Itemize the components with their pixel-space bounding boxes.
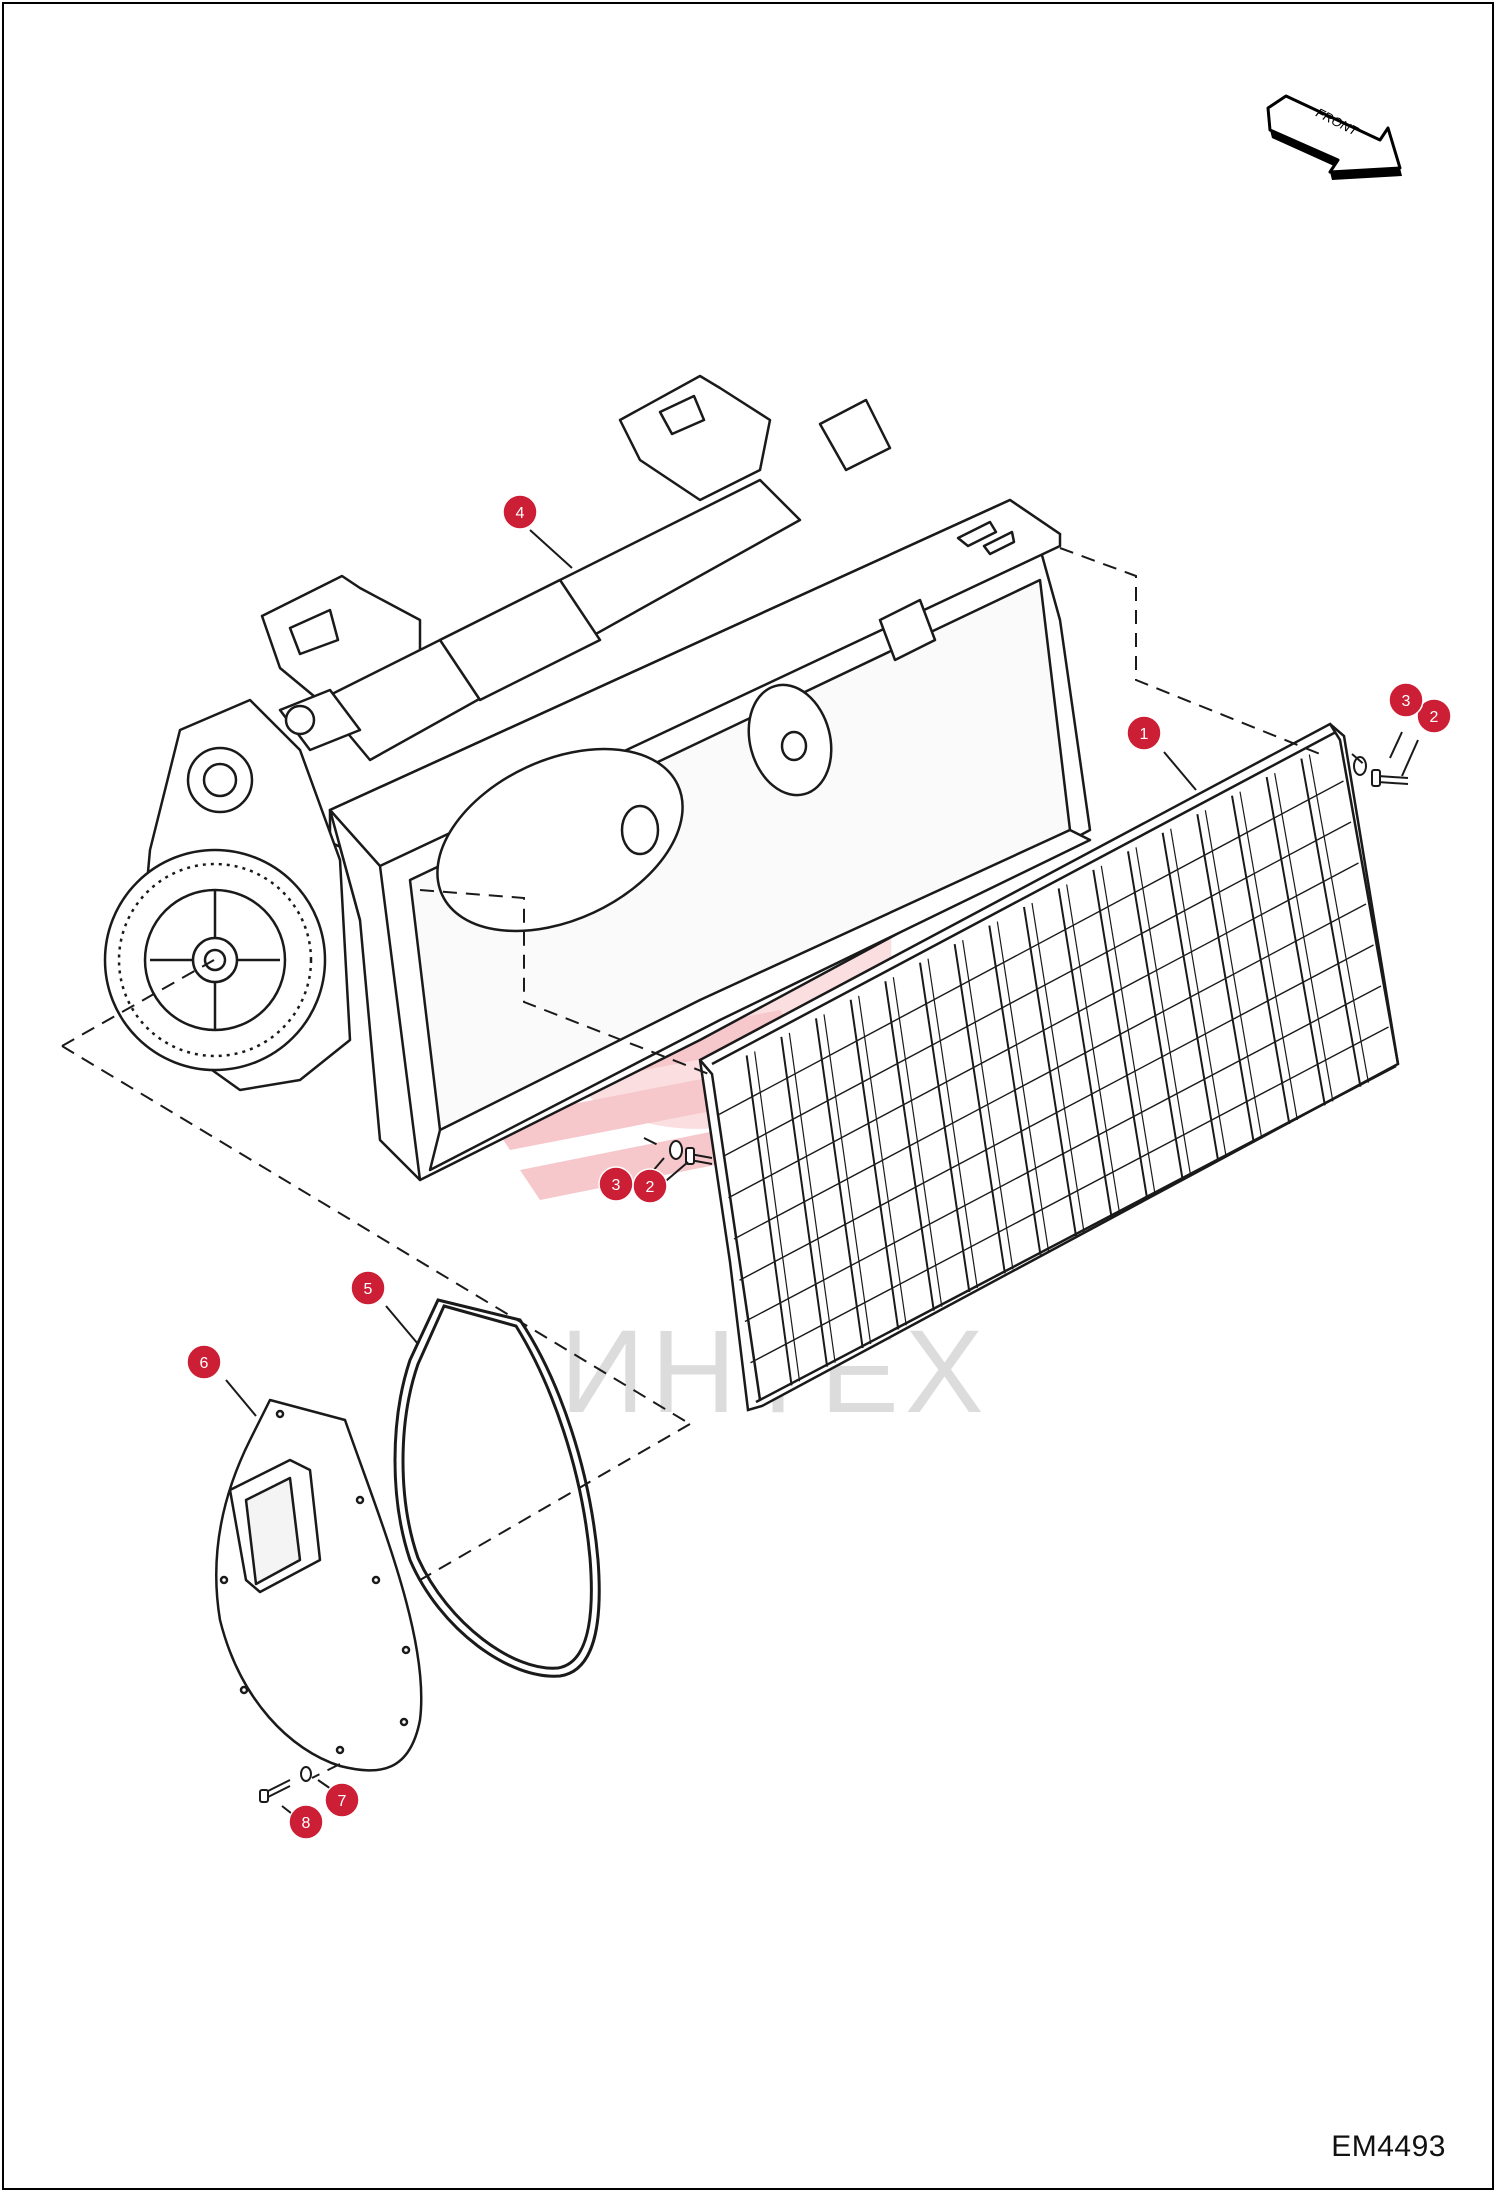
front-arrow-icon: FRONT (1266, 94, 1402, 180)
callout-grate: 1 (1126, 715, 1162, 751)
grate-horizontal-bar (728, 862, 1359, 1199)
callout-washer: 3 (598, 1166, 634, 1202)
callout-mixer-bucket: 4 (502, 494, 538, 530)
callout-number: 2 (1430, 709, 1439, 726)
callout-bolt: 2 (1416, 698, 1452, 734)
callout-chain-guard-gasket: 5 (350, 1270, 386, 1306)
callout-number: 3 (612, 1177, 621, 1194)
chain-guard-gasket (393, 1298, 601, 1678)
grate-horizontal-bar (733, 903, 1367, 1240)
figure-reference-code: EM4493 (1331, 2130, 1446, 2163)
grate-horizontal-bar (722, 821, 1352, 1158)
grate-horizontal-bar (717, 780, 1344, 1116)
fastener-bolt-lower (669, 1140, 713, 1165)
callout-bolt: 2 (632, 1168, 668, 1204)
callout-badge (598, 1166, 634, 1202)
callout-number: 6 (200, 1355, 209, 1372)
callouts: 1 2 3 2 3 4 5 6 7 8 (186, 494, 1452, 1840)
callout-number: 5 (364, 1281, 373, 1298)
callout-badge (502, 494, 538, 530)
fastener-bolt-upper (1353, 756, 1409, 787)
chain-cover (215, 1398, 423, 1772)
grate (698, 722, 1400, 1412)
callout-number: 1 (1140, 726, 1149, 743)
callout-badge (1388, 682, 1424, 718)
callout-number: 8 (302, 1815, 311, 1832)
grate-bars (717, 754, 1389, 1386)
fastener-screw-cover (259, 1766, 312, 1803)
callout-badge (288, 1804, 324, 1840)
callout-screw: 8 (288, 1804, 324, 1840)
callout-washer: 3 (1388, 682, 1424, 718)
callout-number: 4 (516, 505, 525, 522)
assembly-lines (61, 547, 1367, 1779)
grate-horizontal-bar (744, 985, 1382, 1323)
callout-number: 3 (1402, 693, 1411, 710)
mixer-bucket (103, 374, 1092, 1182)
callout-chain-cover: 6 (186, 1344, 222, 1380)
callout-number: 2 (646, 1179, 655, 1196)
grate-horizontal-bar (739, 944, 1374, 1281)
callout-badge (186, 1344, 222, 1380)
callout-badge (350, 1270, 386, 1306)
leader-lines (225, 529, 1419, 1829)
callout-badge (1416, 698, 1452, 734)
callout-badge (1126, 715, 1162, 751)
callout-badge (324, 1782, 360, 1818)
grate-horizontal-bar (750, 1026, 1389, 1364)
callout-number: 7 (338, 1793, 347, 1810)
callout-lock-washer: 7 (324, 1782, 360, 1818)
